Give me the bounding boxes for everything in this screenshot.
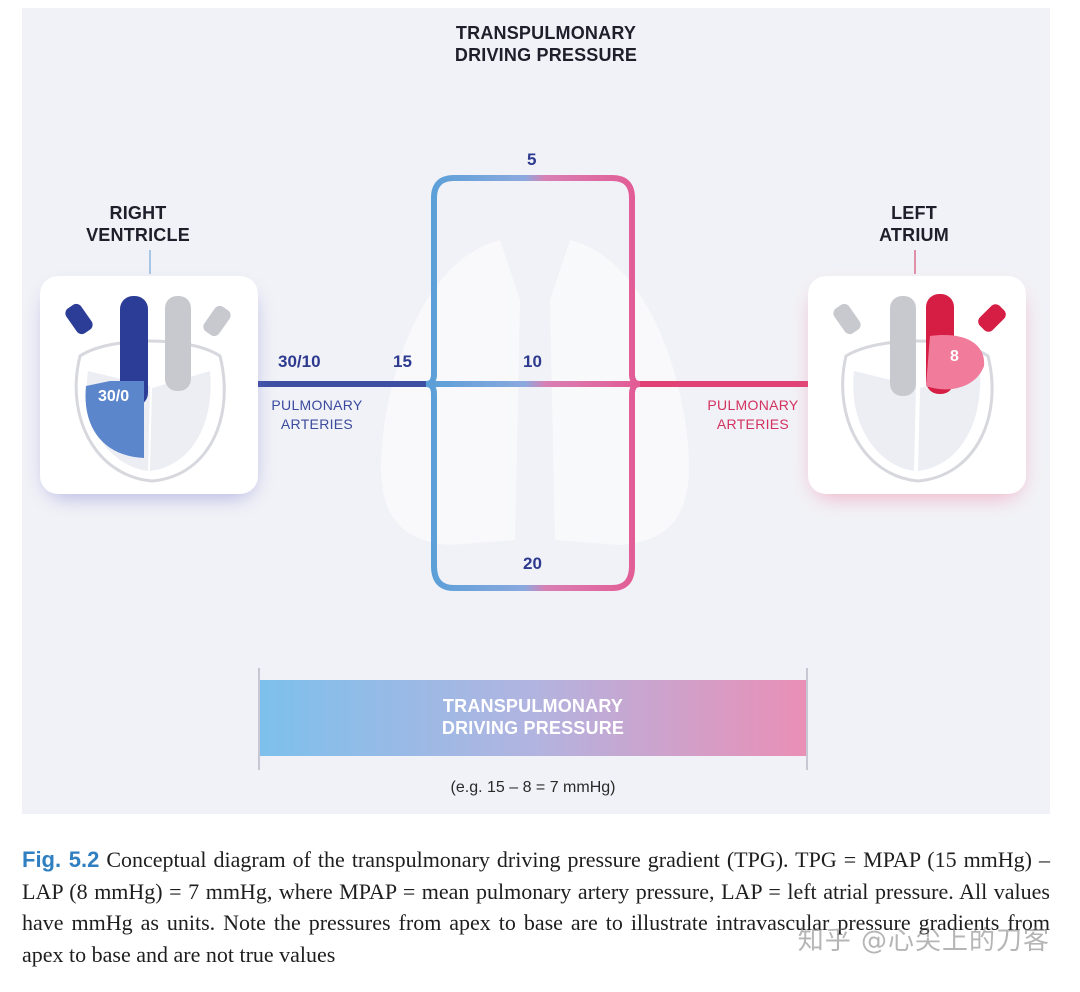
- right-ventricle-label-line2: VENTRICLE: [86, 225, 190, 245]
- left-atrium-label-line1: LEFT: [891, 203, 937, 223]
- lungs-silhouette: [381, 240, 689, 545]
- upper-capillary-loop: [425, 175, 641, 387]
- pulmonary-arteries-right-line1: PULMONARY: [707, 397, 799, 413]
- middle-value: 10: [523, 352, 542, 371]
- pulmonary-arteries-right-line2: ARTERIES: [716, 416, 790, 432]
- lower-capillary-loop: [425, 381, 641, 591]
- mpap-value: 15: [393, 352, 412, 371]
- tpg-example: (e.g. 15 – 8 = 7 mmHg): [450, 779, 616, 796]
- left-atrium-label-line2: ATRIUM: [879, 225, 949, 245]
- pulmonary-arteries-right-label: PULMONARY ARTERIES: [688, 396, 818, 434]
- bar-label-line2: DRIVING PRESSURE: [441, 718, 625, 738]
- pulmonary-artery-pressure: 30/10: [278, 352, 321, 371]
- right-ventricle-label-line1: RIGHT: [109, 203, 167, 223]
- bar-label-line1: TRANSPULMONARY: [442, 696, 624, 716]
- figure-caption: Fig. 5.2 Conceptual diagram of the trans…: [22, 844, 1050, 970]
- top-title-line1: TRANSPULMONARY: [455, 23, 637, 43]
- top-title: TRANSPULMONARY DRIVING PRESSURE: [396, 22, 696, 66]
- apex-value: 5: [527, 150, 537, 169]
- left-atrium-label: LEFT ATRIUM: [834, 202, 994, 246]
- right-ventricle-heart-icon: [65, 296, 231, 483]
- left-atrium-pressure: 8: [950, 348, 959, 365]
- pulmonary-arteries-left-label: PULMONARY ARTERIES: [252, 396, 382, 434]
- figure-caption-text: Conceptual diagram of the transpulmonary…: [22, 847, 1051, 967]
- bar-label: TRANSPULMONARY DRIVING PRESSURE: [383, 695, 683, 739]
- right-ventricle-pressure: 30/0: [98, 388, 130, 405]
- pulmonary-arteries-left-line1: PULMONARY: [271, 397, 363, 413]
- left-atrium-heart-icon: [833, 294, 1006, 483]
- transpulmonary-bar: [258, 668, 808, 770]
- top-title-line2: DRIVING PRESSURE: [454, 45, 638, 65]
- watermark: 知乎 @心尖上的刀客: [797, 926, 1050, 956]
- pulmonary-arteries-left-line2: ARTERIES: [280, 416, 354, 432]
- figure-label: Fig. 5.2: [22, 847, 100, 872]
- base-value: 20: [523, 554, 542, 573]
- right-ventricle-label: RIGHT VENTRICLE: [58, 202, 218, 246]
